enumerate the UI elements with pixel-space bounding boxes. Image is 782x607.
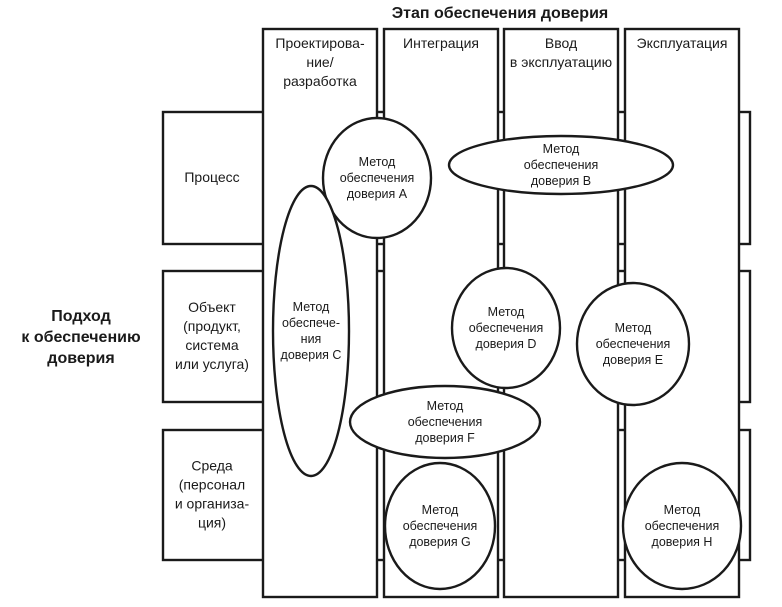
method-h-label: Метод обеспечения доверия H bbox=[645, 503, 720, 549]
method-h-label-line: доверия H bbox=[652, 535, 713, 549]
method-a-label-line: обеспечения bbox=[340, 171, 415, 185]
method-b: Метод обеспечения доверия B bbox=[447, 134, 675, 196]
method-d-label-line: обеспечения bbox=[469, 321, 544, 335]
column-integration-label: Интеграция bbox=[403, 35, 479, 51]
method-g-circle bbox=[383, 461, 497, 591]
column-operation-label-line: Эксплуатация bbox=[637, 35, 728, 51]
method-e-label-line: доверия E bbox=[603, 353, 663, 367]
method-h: Метод обеспечения доверия H bbox=[621, 461, 743, 591]
column-commissioning-label-line: в эксплуатацию bbox=[510, 54, 612, 70]
column-design-label: Проектирова-ние/разработка bbox=[275, 35, 365, 89]
row-process-label: Процесс bbox=[184, 169, 239, 185]
row-object-label-line: или услуга) bbox=[175, 356, 249, 372]
method-h-circle bbox=[621, 461, 743, 591]
method-e: Метод обеспечения доверия E bbox=[575, 281, 691, 407]
row-environment-label: Среда (персонал и организа-ция) bbox=[175, 458, 250, 531]
column-integration-label-line: Интеграция bbox=[403, 35, 479, 51]
method-a: Метод обеспечения доверия A bbox=[321, 116, 433, 240]
approach-title-text: Подход к обеспечению доверия bbox=[21, 308, 141, 367]
method-g-label: Метод обеспечения доверия G bbox=[403, 503, 478, 549]
method-g-label-line: обеспечения bbox=[403, 519, 478, 533]
row-environment-label-line: ция) bbox=[198, 515, 226, 531]
method-c: Метод обеспече-ния доверия C bbox=[271, 184, 351, 478]
method-f-ellipse bbox=[348, 384, 542, 460]
method-f-label-line: доверия F bbox=[415, 431, 475, 445]
method-d: Метод обеспечения доверия D bbox=[450, 266, 562, 390]
method-b-ellipse bbox=[447, 134, 675, 196]
method-c-ellipse bbox=[271, 184, 351, 478]
row-object-label-line: система bbox=[185, 337, 238, 353]
method-c-label-line: обеспече- bbox=[282, 316, 340, 330]
row-object-label-line: Объект bbox=[188, 299, 236, 315]
method-e-label: Метод обеспечения доверия E bbox=[596, 321, 671, 367]
method-d-label: Метод обеспечения доверия D bbox=[469, 305, 544, 351]
method-b-label-line: обеспечения bbox=[524, 158, 599, 172]
row-environment-label-line: Среда bbox=[191, 458, 233, 474]
approach-title-text-line: доверия bbox=[47, 350, 114, 367]
column-commissioning-label-line: Ввод bbox=[545, 35, 577, 51]
method-c-label-line: ния bbox=[301, 332, 322, 346]
row-object-label-line: (продукт, bbox=[183, 318, 241, 334]
method-c-label-line: Метод bbox=[293, 300, 330, 314]
method-e-label-line: обеспечения bbox=[596, 337, 671, 351]
method-d-label-line: доверия D bbox=[476, 337, 537, 351]
method-e-label-line: Метод bbox=[615, 321, 652, 335]
assurance-methods: Метод обеспечения доверия A Метод обеспечени… bbox=[271, 116, 743, 591]
method-b-label-line: Метод bbox=[543, 142, 580, 156]
method-g-label-line: доверия G bbox=[409, 535, 471, 549]
method-e-circle bbox=[575, 281, 691, 407]
stage-axis-title: Этап обеспечения доверия bbox=[392, 5, 609, 22]
method-f: Метод обеспечения доверия F bbox=[348, 384, 542, 460]
method-f-label: Метод обеспечения доверия F bbox=[408, 399, 483, 445]
method-g: Метод обеспечения доверия G bbox=[383, 461, 497, 591]
method-h-label-line: Метод bbox=[664, 503, 701, 517]
method-g-label-line: Метод bbox=[422, 503, 459, 517]
method-c-label: Метод обеспече-ния доверия C bbox=[281, 300, 342, 362]
row-environment-label-line: и организа- bbox=[175, 496, 250, 512]
method-h-label-line: обеспечения bbox=[645, 519, 720, 533]
approach-title-text-line: к обеспечению bbox=[21, 329, 141, 346]
method-d-label-line: Метод bbox=[488, 305, 525, 319]
method-f-label-line: обеспечения bbox=[408, 415, 483, 429]
row-object-label: Объект (продукт, система или услуга) bbox=[175, 299, 249, 372]
method-a-label: Метод обеспечения доверия A bbox=[340, 155, 415, 201]
method-a-label-line: Метод bbox=[359, 155, 396, 169]
row-process-label-line: Процесс bbox=[184, 169, 239, 185]
method-a-circle bbox=[321, 116, 433, 240]
column-commissioning-label: Ввод в эксплуатацию bbox=[510, 35, 612, 70]
method-d-circle bbox=[450, 266, 562, 390]
column-design-label-line: разработка bbox=[283, 73, 357, 89]
column-design-label-line: Проектирова- bbox=[275, 35, 365, 51]
approach-axis-title: Подход к обеспечению доверия bbox=[21, 308, 141, 367]
method-b-label-line: доверия B bbox=[531, 174, 591, 188]
method-f-label-line: Метод bbox=[427, 399, 464, 413]
method-c-label-line: доверия C bbox=[281, 348, 342, 362]
row-environment-label-line: (персонал bbox=[179, 477, 245, 493]
column-design-label-line: ние/ bbox=[306, 54, 333, 70]
column-operation-label: Эксплуатация bbox=[637, 35, 728, 51]
method-b-label: Метод обеспечения доверия B bbox=[524, 142, 599, 188]
method-a-label-line: доверия A bbox=[347, 187, 408, 201]
approach-title-text-line: Подход bbox=[51, 308, 110, 325]
